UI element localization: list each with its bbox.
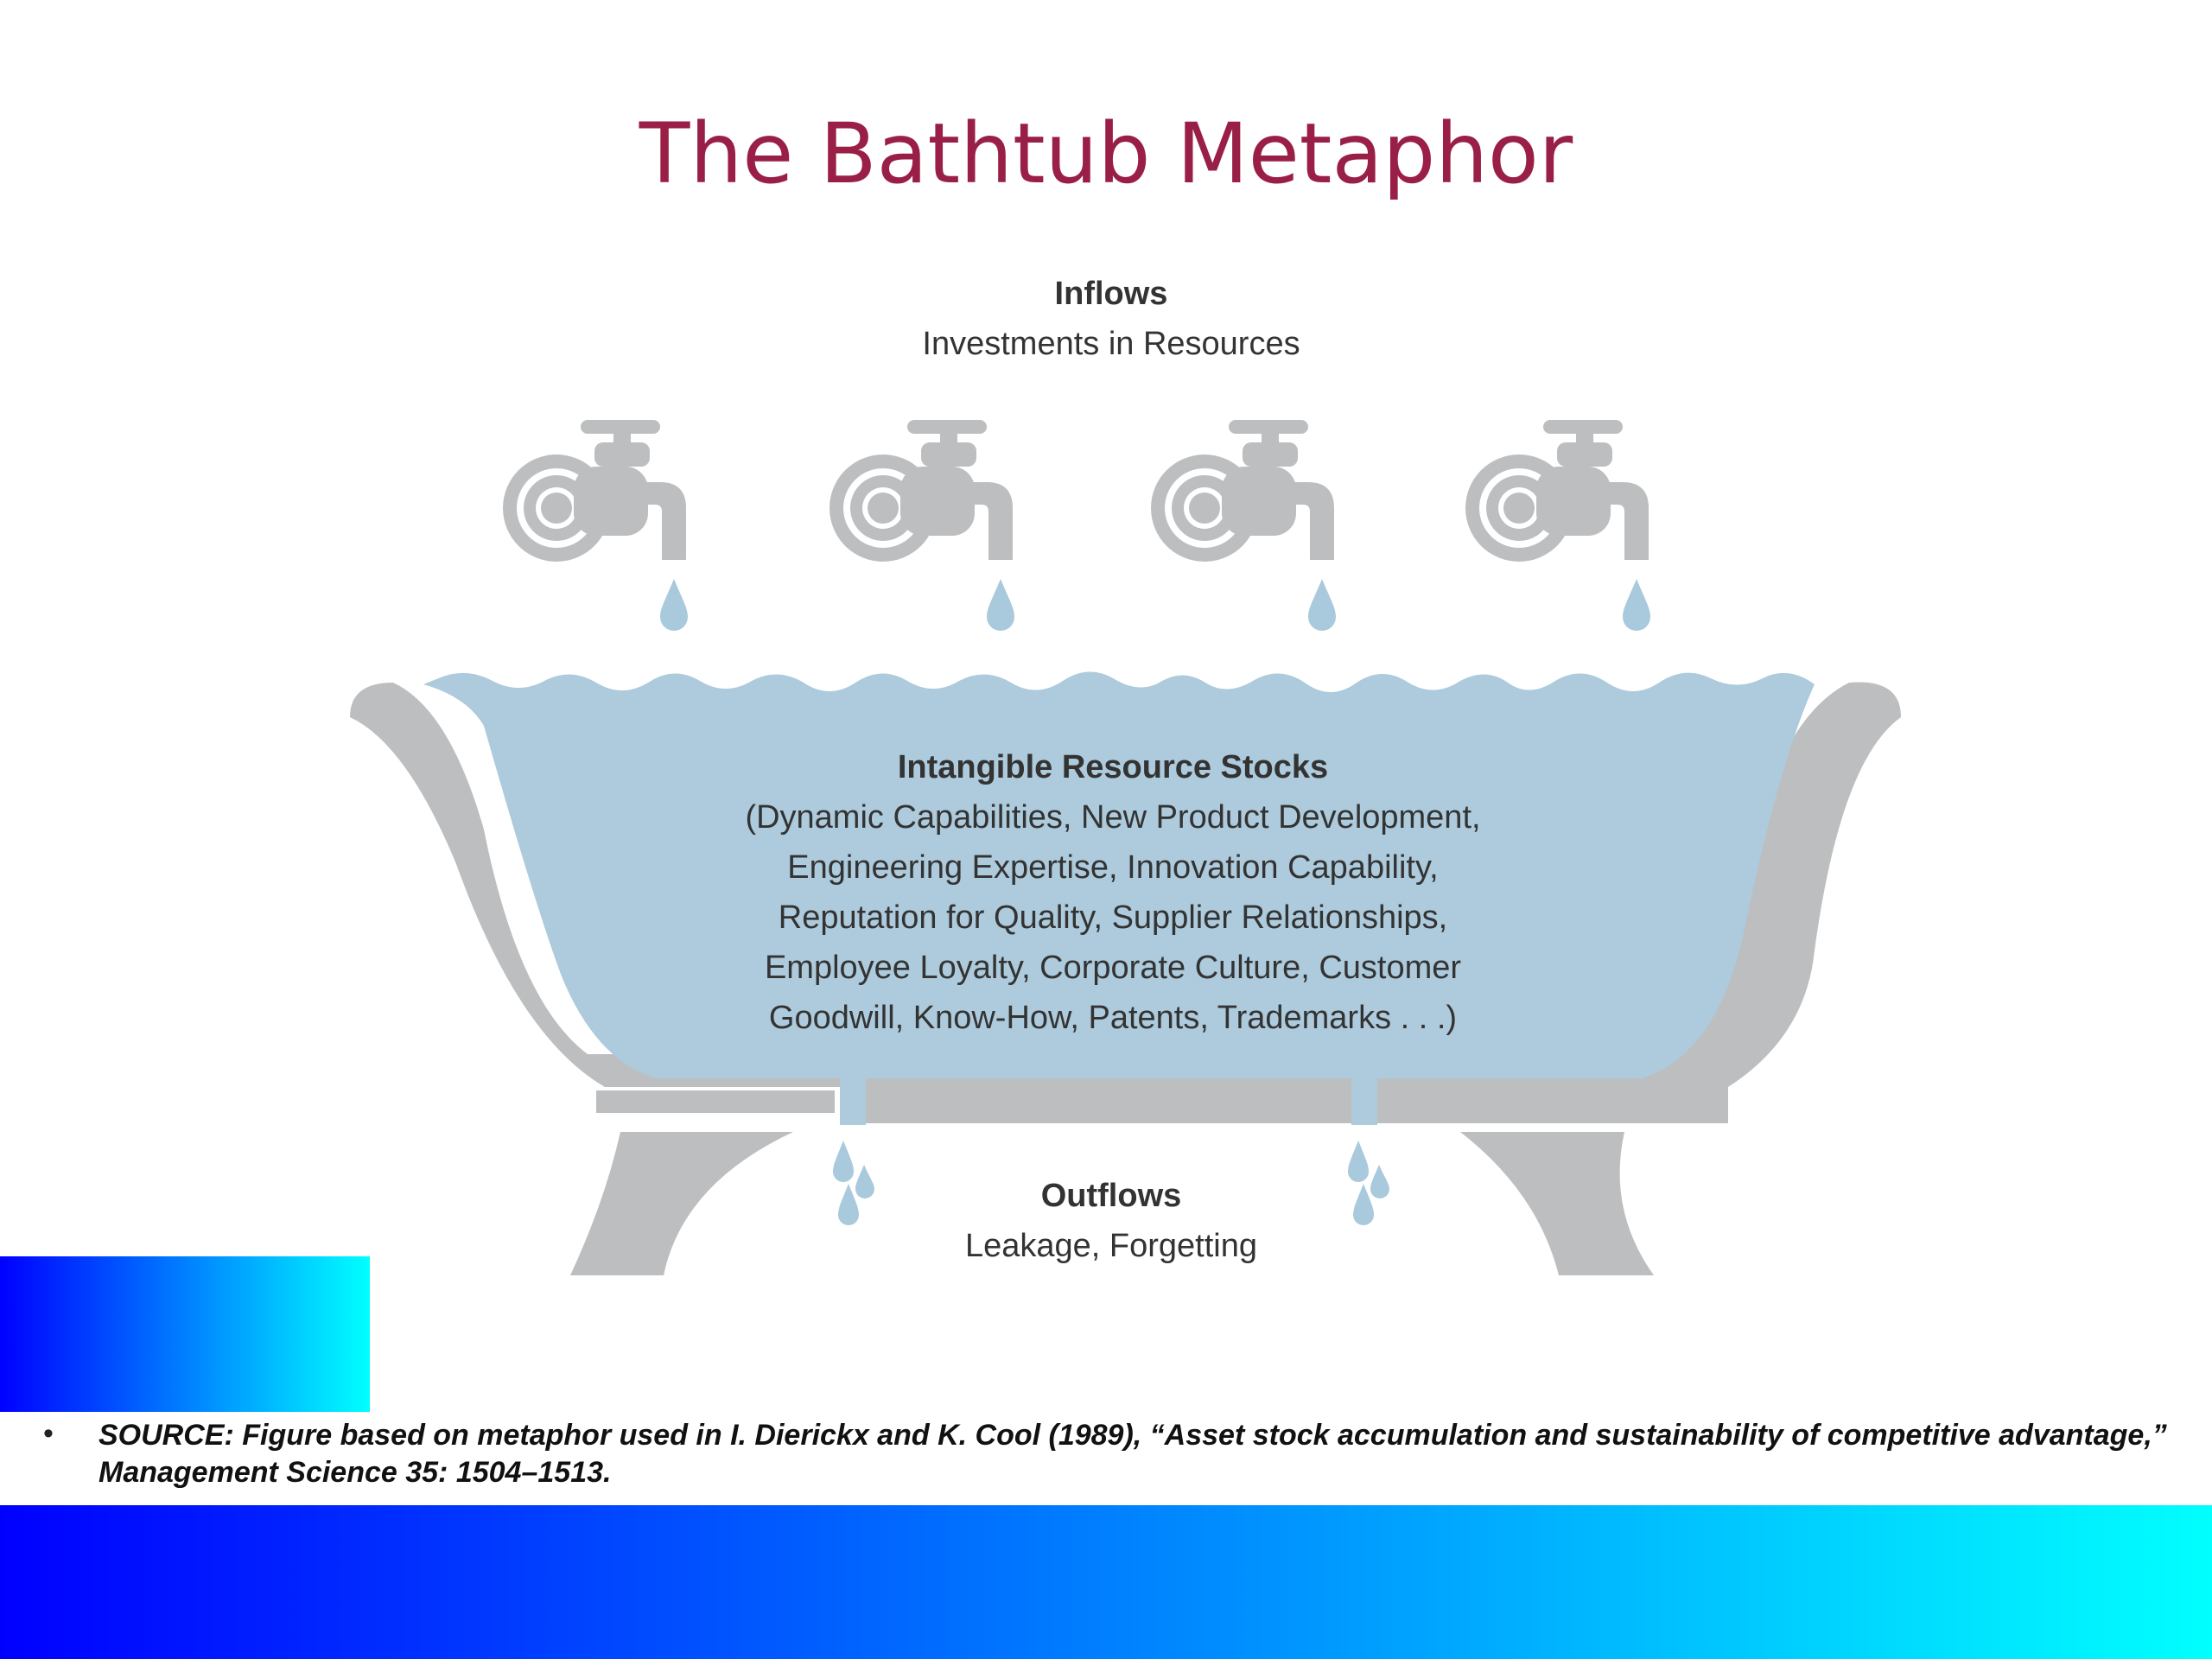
right-drain-drops	[1348, 1141, 1389, 1225]
stocks-line: Reputation for Quality, Supplier Relatio…	[779, 899, 1448, 936]
stocks-line: (Dynamic Capabilities, New Product Devel…	[745, 799, 1480, 836]
tub-left-foot	[570, 1132, 793, 1275]
source-citation: SOURCE: Figure based on metaphor used in…	[99, 1419, 2167, 1489]
stocks-line: Goodwill, Know-How, Patents, Trademarks …	[769, 1000, 1457, 1036]
outflows-title: Outflows	[1041, 1178, 1182, 1214]
source-bullet: •	[43, 1417, 54, 1450]
gradient-band-small	[0, 1256, 370, 1412]
inflows-subtitle: Investments in Resources	[922, 326, 1300, 362]
stocks-line: Engineering Expertise, Innovation Capabi…	[787, 849, 1438, 886]
tub-water	[423, 671, 1815, 1078]
left-drain-drops	[833, 1141, 874, 1225]
stocks-line: Employee Loyalty, Corporate Culture, Cus…	[765, 950, 1461, 986]
faucet-icon-4	[1465, 420, 1650, 631]
faucet-icon-3	[1151, 420, 1336, 631]
tub-right-foot	[1460, 1132, 1654, 1275]
slide-title: The Bathtub Metaphor	[639, 105, 1573, 202]
stocks-title: Intangible Resource Stocks	[898, 749, 1328, 785]
gradient-band-bottom	[0, 1505, 2212, 1659]
faucet-icon-1	[503, 420, 688, 631]
inflows-title: Inflows	[1055, 276, 1168, 312]
outflows-subtitle: Leakage, Forgetting	[965, 1228, 1257, 1264]
faucet-icon-2	[830, 420, 1014, 631]
